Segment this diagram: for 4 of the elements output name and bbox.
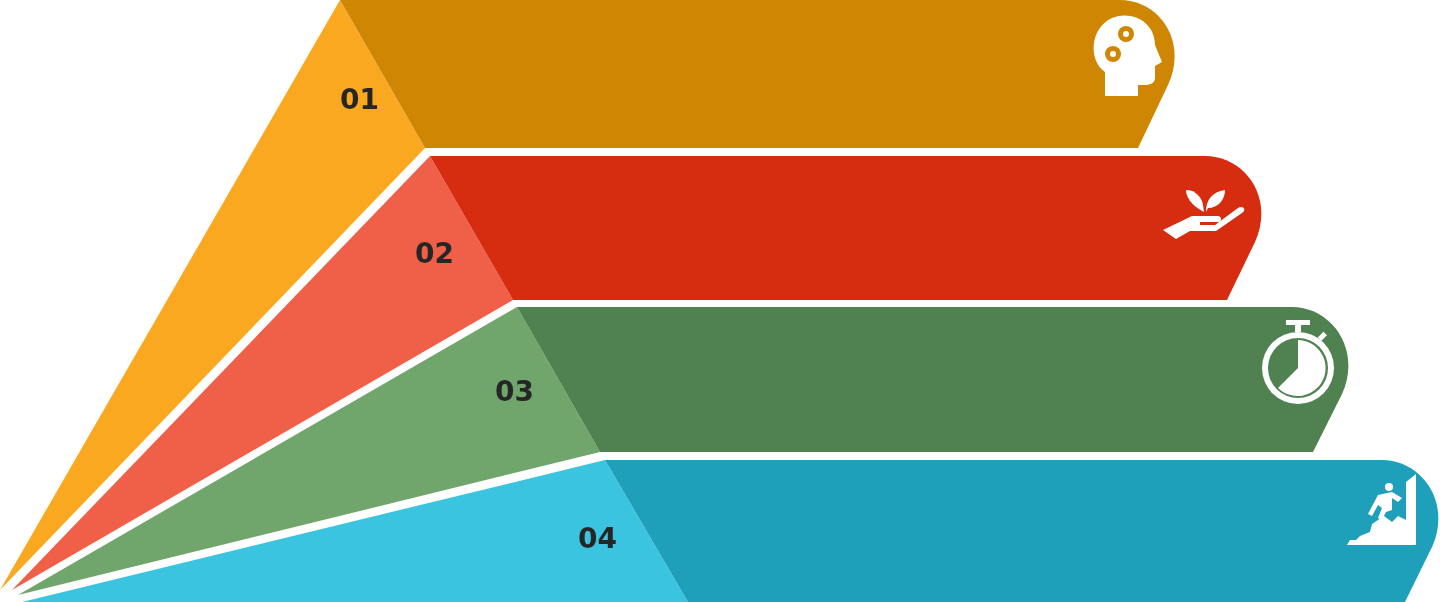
step-number: 04: [578, 525, 617, 553]
step-number: 03: [495, 378, 534, 406]
step-number: 02: [415, 240, 454, 268]
step-number: 01: [340, 86, 379, 114]
